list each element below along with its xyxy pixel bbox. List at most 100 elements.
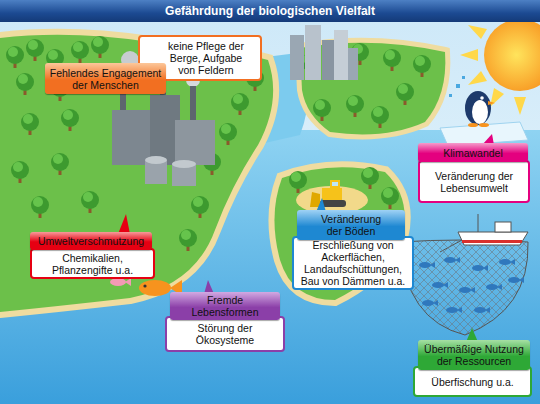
fish <box>474 307 490 313</box>
fish <box>499 259 515 265</box>
building <box>305 25 321 80</box>
factory-building <box>112 110 152 165</box>
ship-mast <box>478 214 479 232</box>
penguin-body <box>465 91 491 125</box>
ship-hull <box>458 232 528 245</box>
threat-heading: Fehlendes Engagement der Menschen <box>45 63 166 94</box>
tree <box>383 49 401 71</box>
tree <box>16 73 34 95</box>
native-fish-tail <box>125 278 131 286</box>
sun-ray <box>490 88 504 107</box>
fish <box>446 307 462 313</box>
fish <box>459 287 475 293</box>
fish <box>422 300 438 306</box>
threat-box: UmweltverschmutzungChemikalien, Pflanzen… <box>30 248 155 279</box>
native-fish <box>110 278 126 286</box>
threat-description: Veränderung der Lebensumwelt <box>424 170 524 194</box>
fish <box>472 265 488 271</box>
fish <box>432 282 448 288</box>
building <box>348 48 358 80</box>
tree <box>219 123 237 145</box>
sun-ray <box>460 49 478 61</box>
sun-ray <box>468 25 487 39</box>
sun-disc <box>484 19 540 91</box>
tree <box>381 187 399 209</box>
ship-stripe <box>462 240 522 243</box>
tank-top <box>172 160 196 168</box>
tree <box>371 106 389 128</box>
tree <box>361 167 379 189</box>
tree <box>231 93 249 115</box>
building <box>290 35 304 80</box>
tank-top <box>145 156 167 164</box>
building <box>322 40 334 80</box>
tree <box>313 99 331 121</box>
threat-box: Fremde LebensformenStörung der Ökosystem… <box>165 316 285 352</box>
tree <box>31 196 49 218</box>
trees <box>6 36 431 251</box>
threat-heading: Veränderung der Böden <box>297 210 405 240</box>
penguin-eye <box>480 96 484 100</box>
bulldozer-body <box>322 188 342 200</box>
sun-ray <box>468 71 487 85</box>
fish <box>444 257 460 263</box>
threat-heading: Klimawandel <box>418 143 528 162</box>
penguin-beak <box>488 101 495 105</box>
tree <box>396 83 414 105</box>
chimney <box>190 86 196 120</box>
threat-heading: Umweltverschmutzung <box>30 232 152 250</box>
sweat-drop <box>456 84 460 88</box>
bulldozer-window <box>332 182 338 186</box>
ship-cabin <box>495 222 511 232</box>
bulldozer-blade <box>310 192 320 207</box>
threat-description: Überfischung u.a. <box>431 376 513 388</box>
tree <box>81 191 99 213</box>
tree <box>179 229 197 251</box>
tree <box>91 36 109 58</box>
bulldozer-cab <box>330 180 340 189</box>
fish <box>419 262 435 268</box>
threat-box: KlimawandelVeränderung der Lebensumwelt <box>418 160 530 203</box>
tree <box>61 109 79 131</box>
threat-box: Übermäßige Nutzung der RessourcenÜberfis… <box>413 366 532 397</box>
shore-sand <box>300 43 445 135</box>
penguin-belly <box>472 100 488 124</box>
penguin-on-ice <box>440 76 528 146</box>
tree <box>191 196 209 218</box>
tree <box>71 41 89 63</box>
tree <box>346 95 364 117</box>
fish <box>508 277 524 283</box>
factory-building <box>175 120 215 165</box>
building <box>334 30 348 80</box>
fishing-net <box>400 240 528 335</box>
sweat-drop <box>462 76 465 79</box>
tree <box>11 161 29 183</box>
tree <box>413 55 431 77</box>
title-bar: Gefährdung der biologischen Vielfalt <box>0 0 540 22</box>
alien-fish <box>139 280 171 296</box>
threat-description: Erschließung von Ackerflächen, Landaufsc… <box>298 239 408 287</box>
city <box>290 25 358 80</box>
tree <box>51 153 69 175</box>
fishing <box>400 214 528 335</box>
threat-heading: Fremde Lebensformen <box>170 292 280 320</box>
tree <box>26 39 44 61</box>
threat-box: Veränderung der BödenErschließung von Ac… <box>292 236 414 290</box>
penguin-foot <box>479 123 489 127</box>
shore-sand <box>0 35 273 312</box>
callout-pointer <box>118 214 130 234</box>
bulldozer <box>310 180 346 207</box>
fish <box>486 284 502 290</box>
fish-eye <box>143 284 146 287</box>
threat-description: Störung der Ökosysteme <box>187 322 263 346</box>
sweat-drop <box>449 94 452 97</box>
sun-ray <box>514 97 526 115</box>
land-left <box>0 35 273 312</box>
penguin-foot <box>468 123 478 127</box>
tree <box>289 171 307 193</box>
pointers <box>118 66 494 342</box>
tree <box>6 46 24 68</box>
threat-box: Fehlendes Engagement der Menschenkeine P… <box>138 35 262 81</box>
